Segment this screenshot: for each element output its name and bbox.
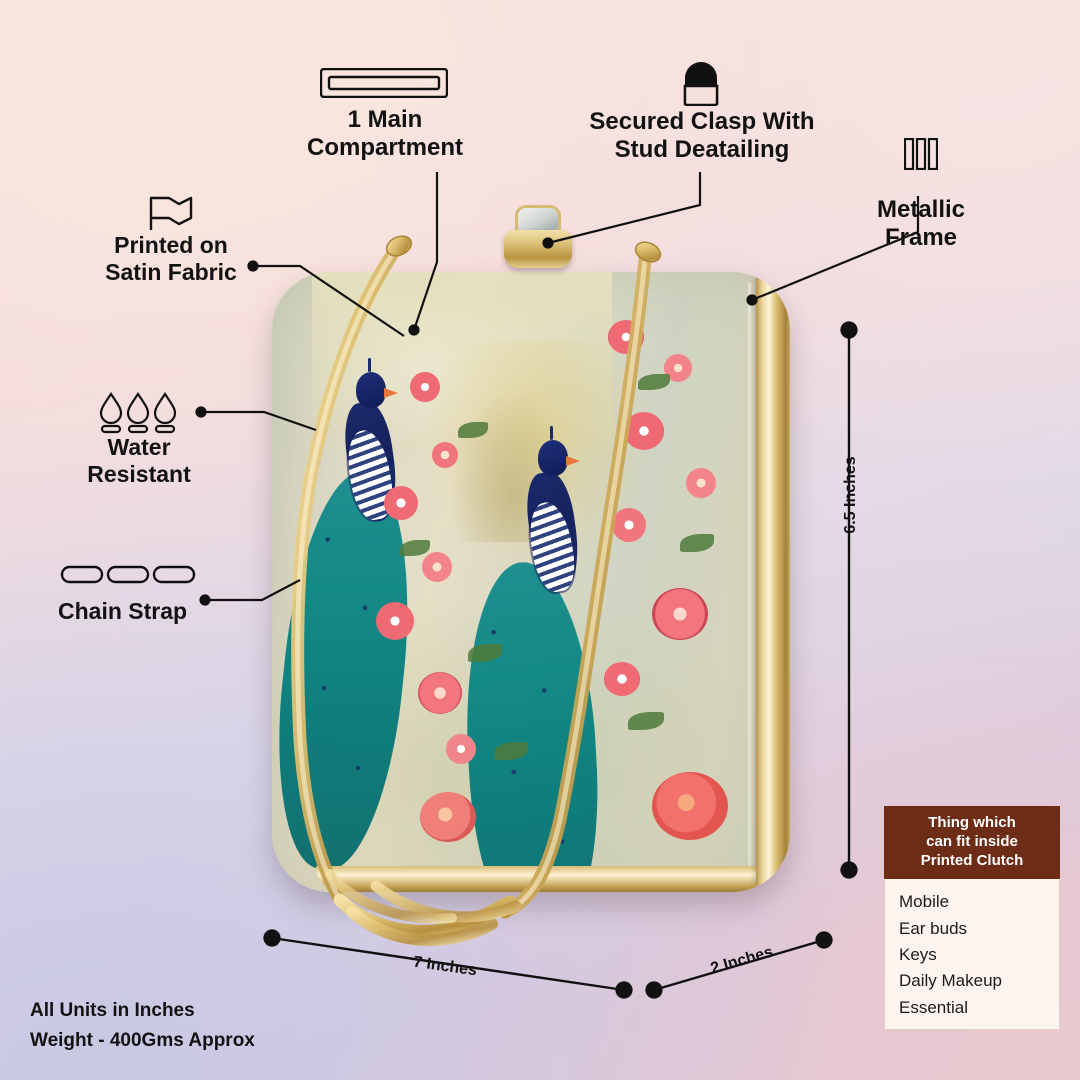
peacock-beak xyxy=(566,456,580,466)
callout-line: Resistant xyxy=(87,461,191,488)
callout-line: Water xyxy=(107,434,171,460)
fit-box-list: Mobile Ear buds Keys Daily Makeup Essent… xyxy=(884,879,1060,1030)
fit-box-title-line: Thing which xyxy=(928,814,1016,831)
callout-main-compartment: 1 Main Compartment xyxy=(282,106,488,163)
peacock-beak xyxy=(384,388,398,398)
callout-line: 1 Main xyxy=(347,106,423,133)
flower xyxy=(686,468,716,498)
fit-box-title-line: can fit inside xyxy=(926,832,1018,850)
clasp-stud-icon xyxy=(683,62,719,106)
chain-anchors xyxy=(385,235,662,263)
flower xyxy=(410,372,440,402)
flower xyxy=(384,486,418,520)
flower xyxy=(612,508,646,542)
flower xyxy=(652,588,708,640)
callout-metallic-frame: Metallic Frame xyxy=(846,196,996,253)
flower xyxy=(422,552,452,582)
chain-links-icon xyxy=(60,565,196,584)
callout-line: Frame xyxy=(884,224,958,252)
peacock-crest xyxy=(550,426,553,440)
frame-inner-edge xyxy=(748,282,758,882)
fit-box-item: Essential xyxy=(899,997,968,1017)
dimension-height-value: 6.5 Inches xyxy=(842,456,859,534)
fit-box-item: Daily Makeup xyxy=(899,971,1002,991)
callout-secured-clasp: Secured Clasp With Stud Deatailing xyxy=(560,108,844,165)
callout-printed-satin: Printed on Satin Fabric xyxy=(86,232,256,286)
flower xyxy=(420,792,476,842)
fit-box-item: Ear buds xyxy=(899,918,968,938)
rectangle-compartment-icon xyxy=(320,68,448,98)
fit-box-item: Keys xyxy=(899,944,937,964)
peacock-crest xyxy=(368,358,371,372)
leaf xyxy=(400,540,430,556)
fit-inside-box: Thing which can fit inside Printed Clutc… xyxy=(884,806,1060,1038)
leader-lines xyxy=(195,172,920,606)
flower xyxy=(446,734,476,764)
footer-weight: Weight - 400Gms Approx xyxy=(30,1030,255,1052)
callout-line: Stud Deatailing xyxy=(614,136,790,164)
dimension-lines xyxy=(263,321,858,999)
footer-notes: All Units in Inches Weight - 400Gms Appr… xyxy=(30,996,255,1057)
peacock-head xyxy=(356,372,386,408)
leaf xyxy=(638,374,670,390)
peacock-center xyxy=(442,392,692,892)
leaf xyxy=(628,712,664,730)
flower xyxy=(376,602,414,640)
flower xyxy=(432,442,458,468)
flower xyxy=(418,672,462,714)
footer-units: All Units in Inches xyxy=(30,1000,195,1021)
peacock-head xyxy=(538,440,568,476)
water-drops-icon xyxy=(99,392,177,434)
fit-box-item: Mobile xyxy=(899,892,950,912)
callout-line: Chain Strap xyxy=(58,598,188,624)
leaf xyxy=(680,534,714,552)
flag-icon xyxy=(149,196,193,230)
leaf xyxy=(458,422,488,438)
leaf xyxy=(494,742,528,760)
callout-line: Satin Fabric xyxy=(105,259,237,286)
metallic-frame-right xyxy=(756,278,790,886)
callout-line: Metallic xyxy=(876,196,966,223)
secured-clasp xyxy=(504,208,572,268)
callout-water-resistant: Water Resistant xyxy=(60,434,218,488)
callout-chain-strap: Chain Strap xyxy=(58,598,248,625)
callout-line: Printed on xyxy=(114,232,228,258)
fit-box-header: Thing which can fit inside Printed Clutc… xyxy=(884,806,1060,880)
fit-box-title-line: Printed Clutch xyxy=(920,851,1024,869)
clasp-base xyxy=(504,230,572,268)
flower xyxy=(652,772,728,840)
three-bars-icon xyxy=(904,138,938,170)
chain-strap-graphic xyxy=(291,239,653,947)
flower xyxy=(604,662,640,696)
dimension-height: 6.5 Inches xyxy=(842,430,860,560)
callout-line: Compartment xyxy=(306,134,463,162)
callout-line: Secured Clasp With xyxy=(589,108,815,135)
leaf xyxy=(468,644,502,662)
peacock-left xyxy=(272,320,532,880)
